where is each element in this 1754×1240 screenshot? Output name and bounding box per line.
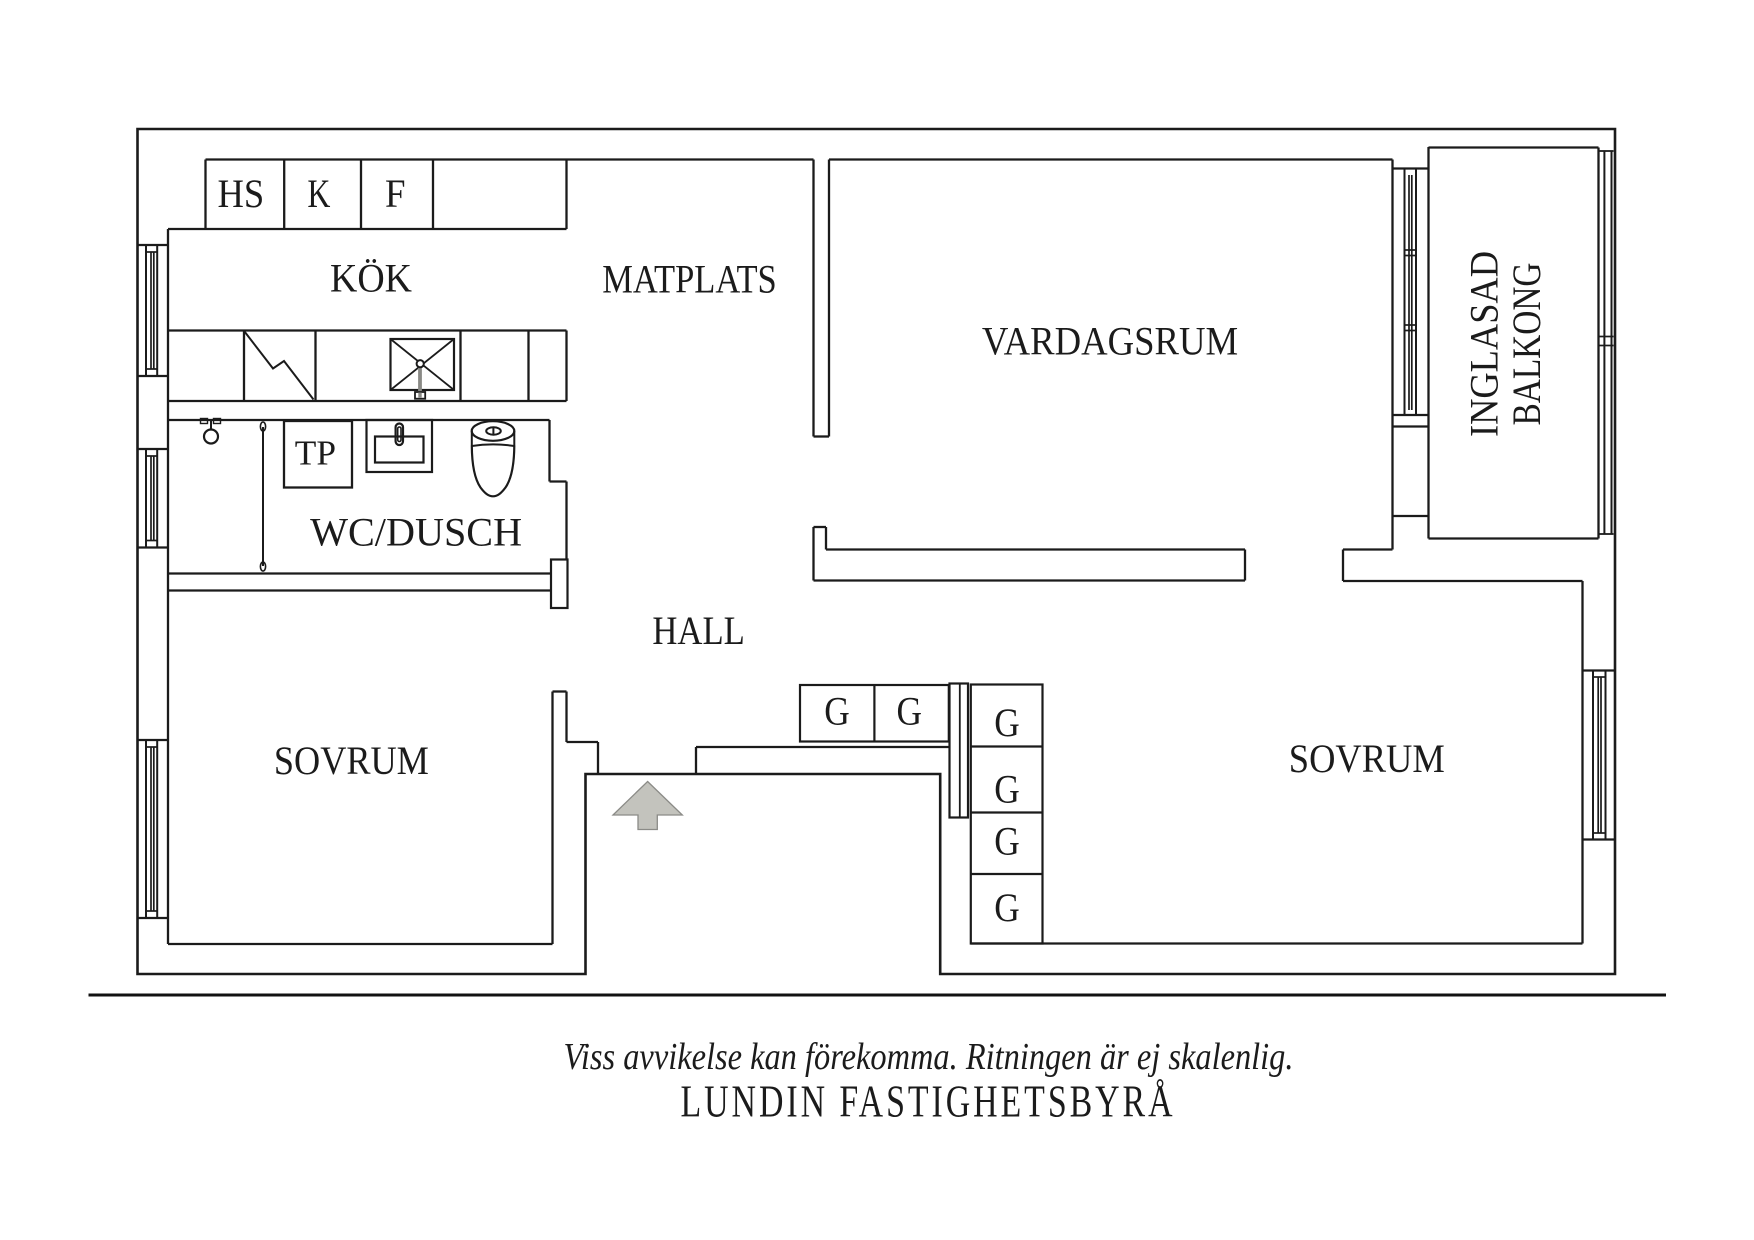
svg-text:G: G <box>994 819 1020 864</box>
svg-text:SOVRUM: SOVRUM <box>1289 736 1445 781</box>
svg-text:G: G <box>994 700 1020 745</box>
svg-text:G: G <box>994 767 1020 812</box>
svg-text:G: G <box>824 688 850 733</box>
svg-text:WC/DUSCH: WC/DUSCH <box>310 510 522 555</box>
svg-text:Viss avvikelse kan förekomma.: Viss avvikelse kan förekomma. Ritningen … <box>564 1036 1294 1078</box>
svg-text:K: K <box>307 171 330 216</box>
svg-text:BALKONG: BALKONG <box>1504 263 1549 426</box>
svg-text:MATPLATS: MATPLATS <box>602 256 777 301</box>
svg-text:VARDAGSRUM: VARDAGSRUM <box>982 319 1238 364</box>
svg-text:TP: TP <box>295 435 336 473</box>
svg-text:HS: HS <box>217 171 264 216</box>
svg-text:KÖK: KÖK <box>330 255 412 300</box>
svg-text:LUNDIN FASTIGHETSBYRÅ: LUNDIN FASTIGHETSBYRÅ <box>681 1076 1176 1127</box>
svg-text:G: G <box>896 688 922 733</box>
svg-text:F: F <box>385 171 406 216</box>
svg-text:G: G <box>994 885 1020 930</box>
svg-text:SOVRUM: SOVRUM <box>274 738 429 783</box>
svg-text:HALL: HALL <box>652 608 745 653</box>
svg-text:INGLASAD: INGLASAD <box>1462 251 1507 437</box>
